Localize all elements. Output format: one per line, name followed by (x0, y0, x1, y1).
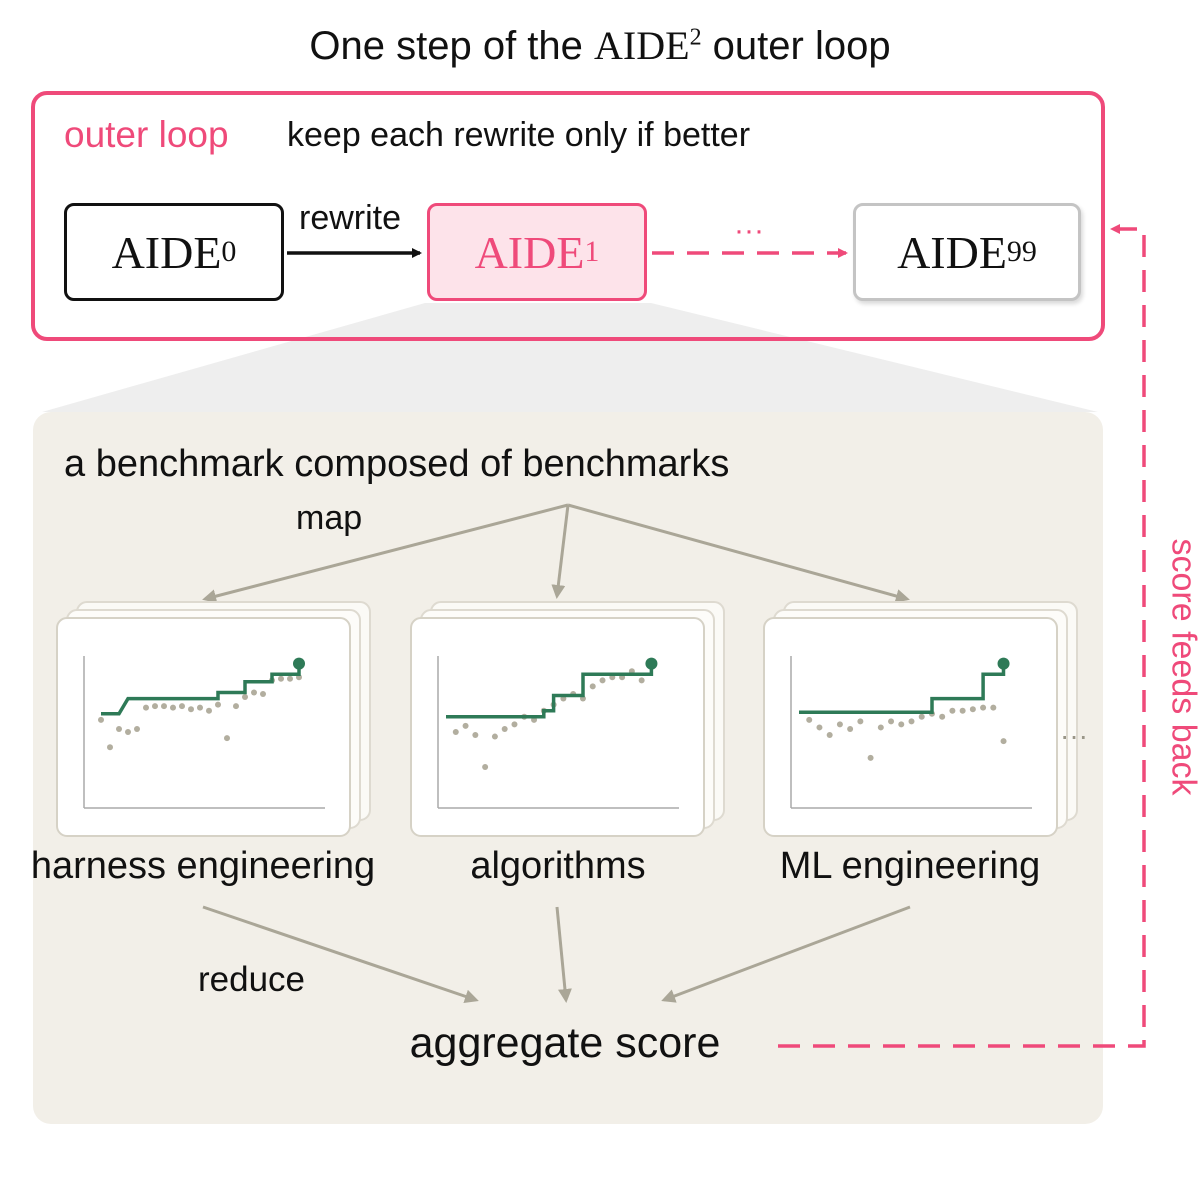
map-label: map (296, 499, 363, 537)
outer-loop-description: keep each rewrite only if better (287, 116, 751, 154)
aide-superscript: 2 (689, 24, 702, 51)
chart-point-harness-engineering (152, 703, 158, 710)
chart-point-harness-engineering (260, 691, 266, 697)
chart-final-best-ml-engineering (997, 657, 1010, 670)
reduce-label: reduce (198, 960, 306, 999)
map-arrow-algorithms (551, 504, 570, 599)
chart-point-ml-engineering (847, 725, 854, 732)
chart-point-harness-engineering (179, 703, 185, 710)
chart-point-harness-engineering (188, 706, 194, 713)
chart-point-algorithms (638, 677, 645, 684)
chart-point-algorithms (491, 733, 498, 740)
chart-point-harness-engineering (134, 725, 140, 732)
iteration-ellipsis: ··· (734, 214, 764, 247)
chart-best-line-algorithms (446, 663, 654, 719)
chart-point-ml-engineering (980, 704, 987, 711)
chart-point-harness-engineering (125, 729, 131, 735)
chart-point-ml-engineering (857, 718, 864, 725)
chart-point-ml-engineering (990, 704, 997, 711)
chart-best-line-ml-engineering (799, 663, 1006, 714)
chart-point-harness-engineering (170, 704, 176, 711)
chart-point-ml-engineering (1000, 738, 1007, 745)
chart-point-algorithms (511, 721, 518, 728)
chart-point-harness-engineering (98, 716, 104, 723)
chart-point-harness-engineering (116, 725, 122, 732)
rewrite-label: rewrite (299, 199, 402, 237)
chart-point-harness-engineering (206, 707, 212, 714)
benchmark-label-ml: ML engineering (779, 845, 1041, 887)
chart-point-algorithms (472, 732, 479, 739)
chart-point-harness-engineering (224, 735, 230, 742)
feedback-arrow (778, 224, 1146, 1048)
chart-point-ml-engineering (888, 718, 895, 725)
chart-point-ml-engineering (816, 724, 823, 731)
map-arrow-ml (567, 503, 910, 603)
card-front-harness-engineering (56, 617, 351, 837)
chart-point-ml-engineering (898, 721, 905, 728)
outer-loop-label: outer loop (64, 114, 229, 155)
chart-point-ml-engineering (908, 718, 915, 725)
diagram-title: One step of the AIDE2 outer loop (309, 23, 891, 68)
chart-point-harness-engineering (143, 704, 149, 711)
chart-point-harness-engineering (215, 701, 221, 708)
aide-math: AIDE (594, 23, 690, 68)
reduce-arrow-algorithms (555, 906, 572, 1003)
chart-point-ml-engineering (918, 713, 925, 720)
chart-final-best-algorithms (645, 657, 658, 670)
chart-point-harness-engineering (107, 744, 113, 751)
chart-point-harness-engineering (161, 703, 167, 710)
chart-point-ml-engineering (836, 721, 843, 728)
card-front-ml-engineering (763, 617, 1058, 837)
chart-point-ml-engineering (959, 707, 966, 714)
chart-point-ml-engineering (806, 716, 813, 723)
chart-point-harness-engineering (278, 675, 284, 682)
chart-point-algorithms (482, 763, 489, 770)
chart-final-best-harness-engineering (293, 657, 305, 670)
chart-point-ml-engineering (949, 707, 956, 714)
chart-point-algorithms (452, 729, 459, 735)
chart-point-harness-engineering (251, 689, 257, 696)
chart-point-harness-engineering (242, 694, 248, 701)
chart-point-algorithms (462, 722, 469, 729)
chart-point-algorithms (589, 683, 596, 690)
outer-loop-frame (31, 91, 1105, 341)
reduce-arrow-harness (202, 905, 479, 1004)
chart-best-line-harness-engineering (101, 663, 301, 716)
chart-point-harness-engineering (197, 704, 203, 711)
chart-point-ml-engineering (867, 754, 874, 761)
more-benchmarks-ellipsis: ··· (1060, 720, 1088, 751)
benchmark-label-algorithms: algorithms (470, 845, 646, 887)
chart-point-ml-engineering (969, 706, 976, 713)
chart-point-ml-engineering (877, 724, 884, 731)
card-front-algorithms (410, 617, 705, 837)
reduce-arrow-ml (661, 905, 911, 1003)
aggregate-score-label: aggregate score (409, 1019, 721, 1067)
chart-point-algorithms (501, 725, 508, 732)
chart-point-algorithms (599, 677, 606, 684)
feedback-label: score feeds back (1164, 538, 1200, 796)
zoom-funnel (42, 303, 1098, 412)
benchmark-label-harness: harness engineering (30, 845, 376, 887)
chart-point-ml-engineering (939, 713, 946, 720)
map-arrow-harness (202, 503, 569, 604)
chart-point-ml-engineering (826, 732, 833, 739)
panel-heading: a benchmark composed of benchmarks (64, 443, 730, 485)
chart-point-harness-engineering (287, 675, 293, 682)
chart-point-harness-engineering (233, 703, 239, 710)
